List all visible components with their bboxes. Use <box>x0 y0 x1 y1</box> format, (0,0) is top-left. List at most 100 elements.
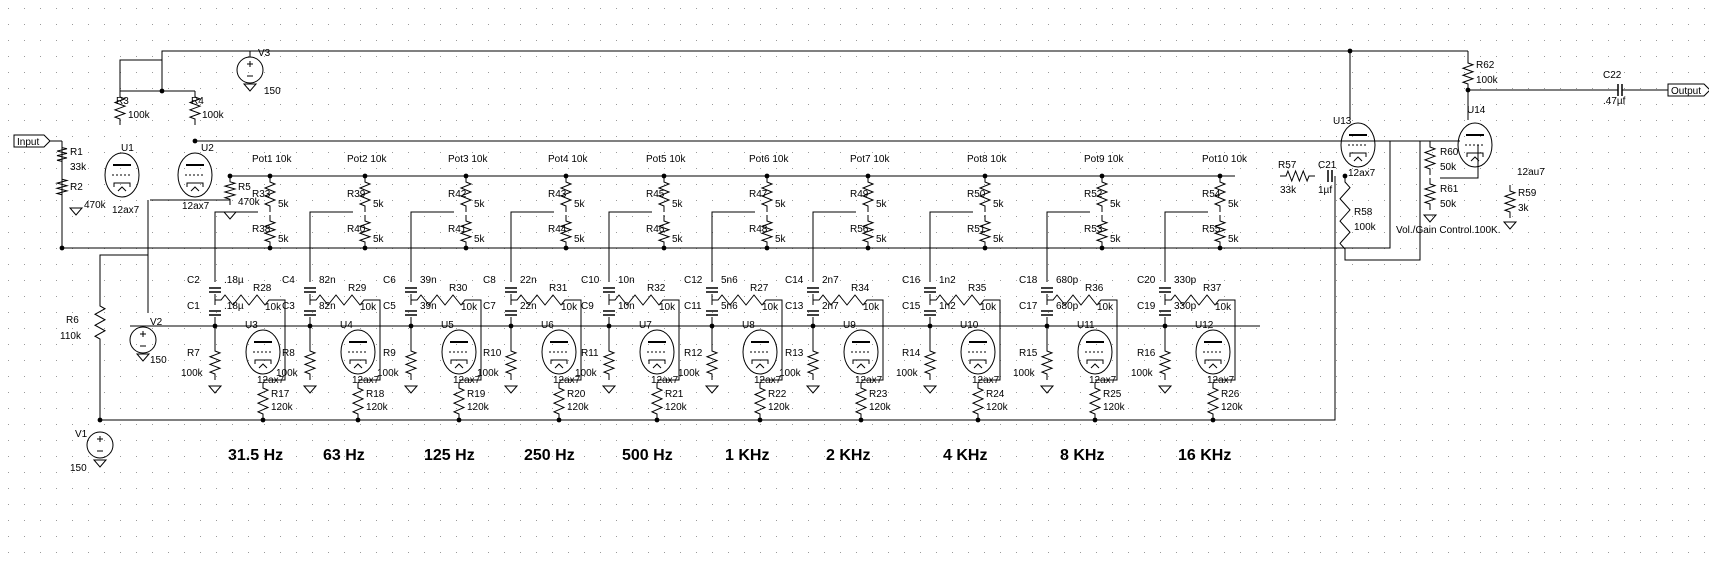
resistor-r60 <box>1423 141 1437 175</box>
tube-u5 <box>441 329 477 375</box>
ground-symbol <box>503 385 519 394</box>
resistor-value: 5k <box>876 234 888 245</box>
resistor-label: R12 <box>684 348 703 359</box>
resistor-r19 <box>452 382 466 420</box>
junction-dot <box>159 88 165 94</box>
output-port-text: Output <box>1671 86 1701 97</box>
resistor-r59 <box>1503 185 1517 218</box>
resistor-label: R26 <box>1221 389 1240 400</box>
resistor-label: R38 <box>252 224 271 235</box>
capacitor-label: C1 <box>187 301 200 312</box>
resistor-value: 5k <box>775 199 787 210</box>
tube-u8 <box>742 329 778 375</box>
resistor-value: 10k <box>762 302 779 313</box>
wire <box>309 211 353 282</box>
resistor-label: R59 <box>1518 188 1537 199</box>
input-port-text: Input <box>17 137 39 148</box>
junction-dot <box>260 417 266 423</box>
wire <box>119 59 162 91</box>
band-frequency-label: 16 KHz <box>1178 447 1231 464</box>
junction-dot <box>267 245 273 251</box>
capacitor-c18 <box>1041 287 1053 293</box>
wire <box>161 50 1351 91</box>
ground-symbol <box>1422 214 1438 223</box>
capacitor-label: C20 <box>1137 275 1156 286</box>
wire <box>510 211 554 282</box>
tube-value: 12ax7 <box>112 205 140 216</box>
resistor-value: 5k <box>775 234 787 245</box>
resistor-value: 5k <box>1228 234 1240 245</box>
ground-symbol <box>704 385 720 394</box>
resistor-r55 <box>1213 215 1227 248</box>
capacitor-value: 22n <box>520 275 537 286</box>
junction-dot <box>362 245 368 251</box>
resistor-label: R6 <box>66 315 79 326</box>
ground-symbol <box>1039 385 1055 394</box>
resistor-value: 5k <box>474 234 486 245</box>
resistor-label: R42 <box>448 189 467 200</box>
resistor-label: R11 <box>581 348 599 359</box>
resistor-r15 <box>1040 345 1054 380</box>
resistor-value: 5k <box>278 234 290 245</box>
wire <box>99 200 149 300</box>
resistor-label: R5 <box>238 182 251 193</box>
resistor-label: R48 <box>749 224 768 235</box>
capacitor-c21 <box>1327 170 1333 182</box>
resistor-value: 5k <box>672 234 684 245</box>
capacitor-label: C17 <box>1019 301 1038 312</box>
resistor-r41 <box>459 215 473 248</box>
resistor-r16 <box>1158 345 1172 380</box>
wire <box>100 176 1336 421</box>
capacitor-label: C16 <box>902 275 921 286</box>
resistor-value: 100k <box>1013 368 1036 379</box>
resistor-label: R14 <box>902 348 921 359</box>
pot-label: Pot6 10k <box>749 154 789 165</box>
resistor-value: 100k <box>1354 222 1377 233</box>
junction-dot <box>355 417 361 423</box>
capacitor-c7 <box>505 310 517 316</box>
capacitor-label: C6 <box>383 275 396 286</box>
voltage-source-value: 150 <box>150 355 167 366</box>
tube-value: 12ax7 <box>855 375 883 386</box>
junction-dot <box>227 173 233 179</box>
capacitor-c20 <box>1159 287 1171 293</box>
capacitor-c14 <box>807 287 819 293</box>
tube-label: U1 <box>121 143 134 154</box>
resistor-value: 5k <box>373 234 385 245</box>
resistor-r47 <box>760 176 774 212</box>
resistor-r44 <box>559 215 573 248</box>
capacitor-value: 82n <box>319 301 336 312</box>
resistor-value: 100k <box>181 368 204 379</box>
resistor-value: 100k <box>276 368 299 379</box>
band-frequency-label: 4 KHz <box>943 447 987 464</box>
ground-symbol <box>1502 221 1518 230</box>
resistor-r10 <box>504 345 518 380</box>
ground-symbol <box>92 459 108 468</box>
tube-u11 <box>1077 329 1113 375</box>
junction-dot <box>1465 87 1471 93</box>
resistor-label: R60 <box>1440 147 1459 158</box>
capacitor-value: 1n2 <box>939 275 956 286</box>
junction-dot <box>757 417 763 423</box>
capacitor-c17 <box>1041 310 1053 316</box>
junction-dot <box>456 417 462 423</box>
output-port <box>1667 83 1709 97</box>
pot-label: Pot8 10k <box>967 154 1007 165</box>
resistor-value: 5k <box>574 199 586 210</box>
resistor-r4 <box>188 91 202 125</box>
resistor-value: 5k <box>1110 234 1122 245</box>
tube-u13 <box>1340 122 1376 168</box>
resistor-r24 <box>971 382 985 420</box>
resistor-r40 <box>358 215 372 248</box>
ground-symbol <box>207 385 223 394</box>
capacitor-label: C5 <box>383 301 396 312</box>
resistor-r33 <box>263 176 277 212</box>
wire <box>358 299 381 381</box>
capacitor-label: C10 <box>581 275 600 286</box>
junction-dot <box>1347 48 1353 54</box>
resistor-value: 100k <box>1131 368 1154 379</box>
capacitor-value: .18µ <box>224 275 244 286</box>
resistor-value: 120k <box>869 402 892 413</box>
resistor-value: 110k <box>60 331 82 342</box>
wire <box>1440 145 1479 179</box>
